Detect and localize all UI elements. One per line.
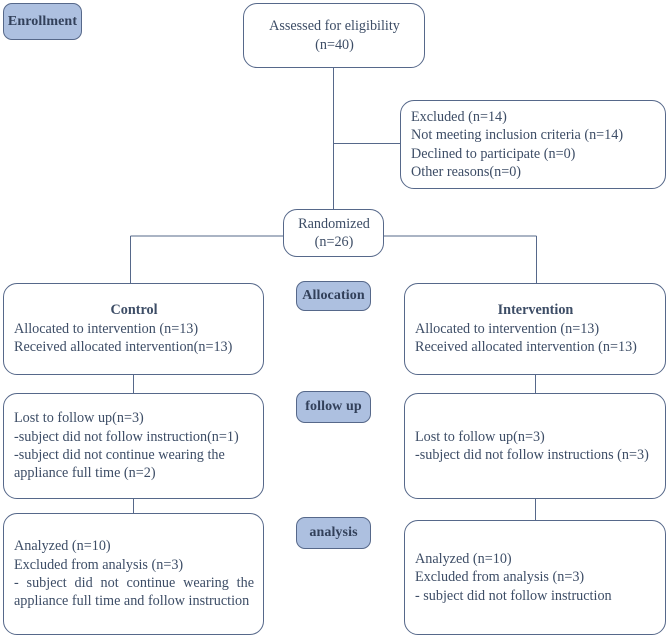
node-intervention-allocation: Intervention Allocated to intervention (… [404, 283, 666, 375]
control-line-1: Allocated to intervention (n=13) [14, 320, 199, 337]
node-assessed-for-eligibility: Assessed for eligibility (n=40) [243, 3, 425, 68]
stage-badge-analysis: analysis [296, 517, 371, 549]
excluded-line-4: Other reasons(n=0) [411, 164, 522, 181]
randomized-line-2: (n=26) [314, 234, 354, 250]
node-randomized: Randomized (n=26) [283, 209, 384, 257]
control-heading: Control [110, 302, 158, 319]
randomized-line-1: Randomized [298, 215, 370, 232]
excluded-line-2: Not meeting inclusion criteria (n=14) [411, 127, 624, 144]
lost-right-line-1: Lost to follow up(n=3) [415, 428, 545, 445]
lost-left-line-1: Lost to follow up(n=3) [14, 410, 144, 427]
analysis-left-line-1: Analyzed (n=10) [14, 538, 111, 555]
node-excluded: Excluded (n=14) Not meeting inclusion cr… [400, 100, 666, 189]
node-analysis-intervention: Analyzed (n=10) Excluded from analysis (… [404, 520, 666, 635]
node-followup-control: Lost to follow up(n=3) -subject did not … [3, 393, 264, 499]
node-followup-intervention: Lost to follow up(n=3) -subject did not … [404, 393, 666, 499]
intervention-heading: Intervention [497, 302, 574, 319]
analysis-right-line-2: Excluded from analysis (n=3) [415, 569, 585, 586]
excluded-line-3: Declined to participate (n=0) [411, 145, 576, 162]
intervention-line-2: Received allocated intervention (n=13) [415, 339, 637, 356]
analysis-right-line-1: Analyzed (n=10) [415, 550, 512, 567]
analysis-right-line-3: - subject did not follow instruction [415, 587, 612, 604]
excluded-line-1: Excluded (n=14) [411, 109, 507, 125]
lost-right-line-2: -subject did not follow instructions (n=… [415, 447, 649, 463]
stage-badge-followup: follow up [296, 391, 371, 423]
assessed-line-2: (n=40) [315, 36, 354, 53]
analysis-left-line-3: - subject did not continue wearing the a… [14, 575, 258, 610]
analysis-left-line-2: Excluded from analysis (n=3) [14, 556, 184, 573]
assessed-line-1: Assessed for eligibility [269, 18, 400, 35]
lost-left-line-2: -subject did not follow instruction(n=1) [14, 428, 239, 445]
intervention-line-1: Allocated to intervention (n=13) [415, 320, 600, 337]
lost-left-line-3: -subject did not continue wearing the ap… [14, 447, 229, 482]
stage-badge-allocation: Allocation [296, 281, 371, 311]
control-line-2: Received allocated intervention(n=13) [14, 339, 233, 356]
node-control-allocation: Control Allocated to intervention (n=13)… [3, 283, 264, 375]
stage-badge-enrollment: Enrollment [3, 3, 82, 40]
node-analysis-control: Analyzed (n=10) Excluded from analysis (… [3, 513, 264, 635]
